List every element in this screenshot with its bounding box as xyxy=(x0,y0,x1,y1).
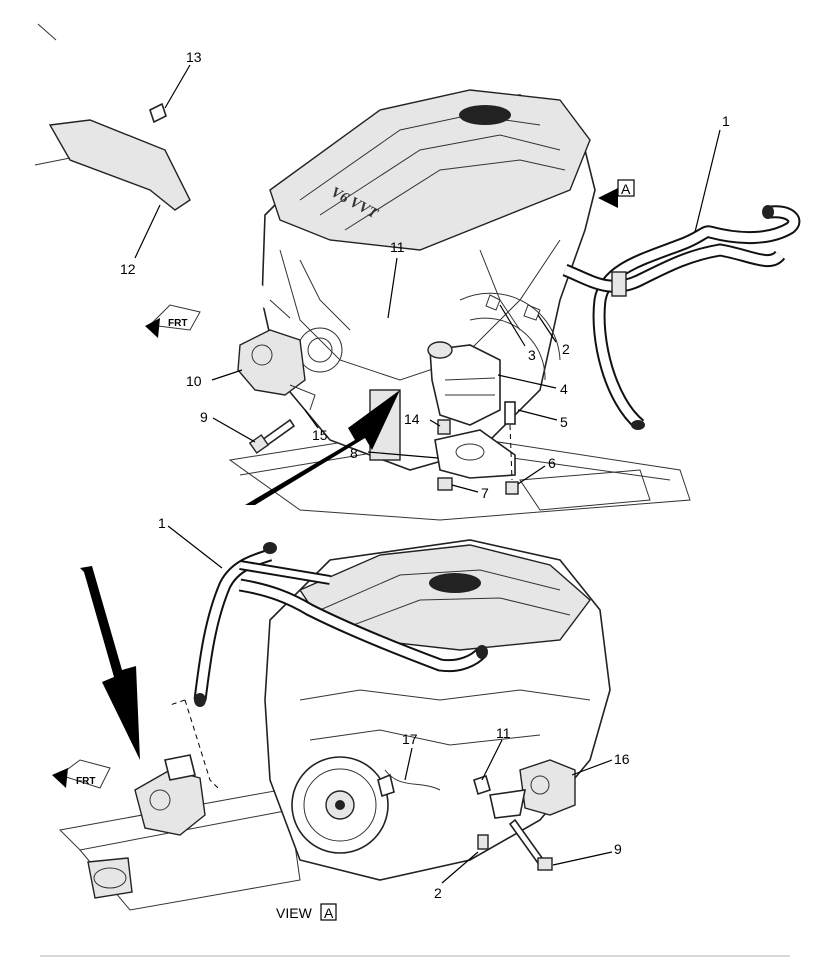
top-front-marker-text: FRT xyxy=(168,318,187,329)
view-label-letter: A xyxy=(324,905,334,921)
callout-14: 14 xyxy=(404,411,420,427)
top-right-heater-hose xyxy=(562,205,801,430)
callout-9-top: 9 xyxy=(200,409,208,425)
bottom-callouts: 1 2 9 11 16 17 xyxy=(158,515,630,901)
bottom-leaders xyxy=(167,525,613,884)
callout-12: 12 xyxy=(120,261,136,277)
callout-3: 3 xyxy=(528,347,536,363)
bottom-bolt-9 xyxy=(508,818,553,871)
top-leaders xyxy=(134,64,721,493)
view-a-marker-letter: A xyxy=(621,181,631,197)
view-a-label: VIEW A xyxy=(276,903,337,921)
top-callouts: 1 2 3 4 5 6 7 8 9 10 11 12 13 14 15 xyxy=(120,49,730,501)
top-left-heater-hose xyxy=(24,23,291,319)
top-aux-pump xyxy=(237,329,316,411)
top-front-marker: FRT xyxy=(145,304,201,338)
bottom-clips xyxy=(377,769,491,850)
top-pointer-arrow xyxy=(245,390,400,505)
callout-5: 5 xyxy=(560,414,568,430)
bottom-engine-block xyxy=(264,539,611,881)
top-engine-block: V6 VVT xyxy=(261,89,596,471)
callout-8: 8 xyxy=(350,445,358,461)
view-label-text: VIEW xyxy=(276,905,313,921)
top-bolt-9 xyxy=(248,418,296,454)
callout-6: 6 xyxy=(548,455,556,471)
callout-15: 15 xyxy=(312,427,328,443)
bottom-front-marker-text: FRT xyxy=(76,776,95,787)
top-assembly: V6 VVT xyxy=(24,23,801,521)
view-a-marker: A xyxy=(598,179,635,208)
callout-13: 13 xyxy=(186,49,202,65)
callout-17: 17 xyxy=(402,731,418,747)
callout-2-bottom: 2 xyxy=(434,885,442,901)
callout-1-top: 1 xyxy=(722,113,730,129)
callout-11-top: 11 xyxy=(390,239,405,255)
bottom-assembly: FRT 1 2 9 11 16 17 VIEW A xyxy=(52,515,630,921)
bottom-dashed-lines xyxy=(169,699,221,791)
callout-11-bottom: 11 xyxy=(496,725,511,741)
callout-2-top: 2 xyxy=(562,341,570,357)
callout-1-bottom: 1 xyxy=(158,515,166,531)
callout-10: 10 xyxy=(186,373,202,389)
bottom-pump-16 xyxy=(489,759,576,819)
callout-9-bottom: 9 xyxy=(614,841,622,857)
callout-7: 7 xyxy=(481,485,489,501)
bottom-aux-pump-left xyxy=(134,754,206,836)
top-bracket xyxy=(434,429,519,495)
top-bolts xyxy=(437,294,541,481)
bottom-pointer-arrow xyxy=(80,566,140,760)
top-thermostat-housing xyxy=(427,341,501,426)
callout-4: 4 xyxy=(560,381,568,397)
callout-16: 16 xyxy=(614,751,630,767)
bottom-front-marker: FRT xyxy=(52,759,111,789)
bottom-heater-hose xyxy=(193,542,488,707)
